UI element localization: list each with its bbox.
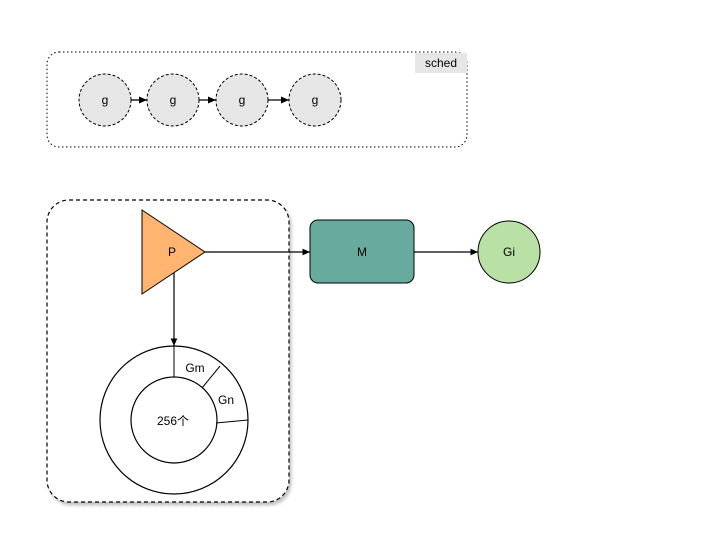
sched-label: sched: [425, 56, 457, 70]
machine-label: M: [357, 245, 367, 259]
processor-label: P: [168, 245, 176, 259]
queue-node-label: g: [312, 93, 319, 107]
ring-slot-label: Gm: [185, 361, 204, 375]
sched-group: sched g g g g: [46, 51, 468, 148]
sched-queue-item-4: g: [288, 73, 342, 127]
queue-node-label: g: [170, 93, 177, 107]
machine-node-group: M: [309, 219, 415, 284]
local-run-queue: Gm Gn 256个: [99, 345, 249, 495]
goroutine-node-group: Gi: [477, 220, 541, 284]
sched-queue-item-3: g: [215, 73, 269, 127]
sched-label-box: [415, 53, 467, 73]
ring-slot-label: Gn: [218, 393, 234, 407]
sched-queue-item-1: g: [78, 73, 132, 127]
queue-node-label: g: [239, 93, 246, 107]
ring-divider: [201, 365, 221, 389]
queue-node-label: g: [102, 93, 109, 107]
processor-group: P Gm Gn 256个: [46, 199, 290, 503]
ring-center-label: 256个: [157, 414, 189, 428]
goroutine-node: [477, 220, 541, 284]
goroutine-label: Gi: [503, 245, 515, 259]
ring-divider: [215, 419, 249, 424]
sched-queue-item-2: g: [146, 73, 200, 127]
